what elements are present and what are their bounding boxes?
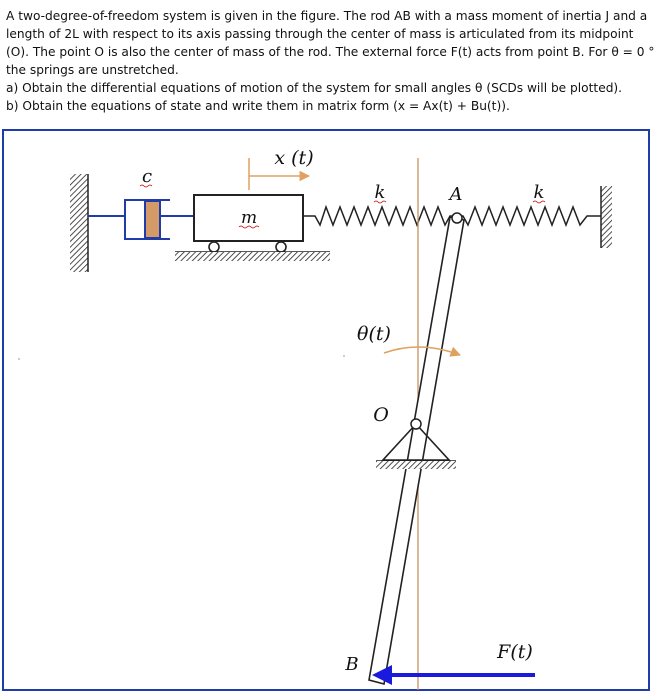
spring-right bbox=[457, 204, 601, 228]
problem-statement: A two-degree-of-freedom system is given … bbox=[6, 7, 654, 115]
ground-hatch bbox=[175, 252, 330, 261]
spring-left-label: k bbox=[375, 182, 386, 203]
point-a-label: A bbox=[448, 184, 463, 205]
point-b-label: B bbox=[344, 654, 358, 675]
problem-line: (O). The point O is also the center of m… bbox=[6, 45, 654, 59]
mass-label: m bbox=[241, 208, 257, 228]
angle-label: θ(t) bbox=[357, 323, 391, 345]
rod-ab bbox=[368, 216, 465, 685]
problem-line: b) Obtain the equations of state and wri… bbox=[6, 99, 510, 113]
spring-left-label-underline bbox=[373, 200, 387, 204]
pivot-support bbox=[381, 422, 451, 461]
problem-line: the springs are unstretched. bbox=[6, 63, 179, 77]
right-wall bbox=[601, 186, 612, 248]
wheel-right bbox=[275, 241, 287, 253]
spring-right-label-underline bbox=[532, 200, 546, 204]
joint-a bbox=[451, 212, 463, 224]
spring-right-label: k bbox=[534, 182, 545, 203]
damper-piston bbox=[144, 200, 161, 239]
problem-line: length of 2L with respect to its axis pa… bbox=[6, 27, 634, 41]
rotation-arrow bbox=[383, 346, 461, 357]
mass-block bbox=[193, 194, 304, 242]
pivot-label: O bbox=[373, 404, 389, 426]
damper bbox=[88, 199, 194, 240]
problem-line: A two-degree-of-freedom system is given … bbox=[6, 9, 648, 23]
figure-frame bbox=[2, 129, 650, 691]
problem-line: a) Obtain the differential equations of … bbox=[6, 81, 623, 95]
damper-label: c bbox=[142, 166, 152, 187]
mass-label-underline bbox=[238, 225, 260, 229]
spring-left bbox=[303, 204, 457, 228]
pivot-ground-hatch bbox=[376, 461, 456, 469]
damper-label-underline bbox=[139, 184, 153, 188]
pivot-o bbox=[410, 418, 422, 430]
wheel-left bbox=[208, 241, 220, 253]
force-label: F(t) bbox=[496, 641, 533, 663]
displacement-label: x (t) bbox=[274, 147, 313, 169]
left-wall bbox=[70, 174, 88, 272]
